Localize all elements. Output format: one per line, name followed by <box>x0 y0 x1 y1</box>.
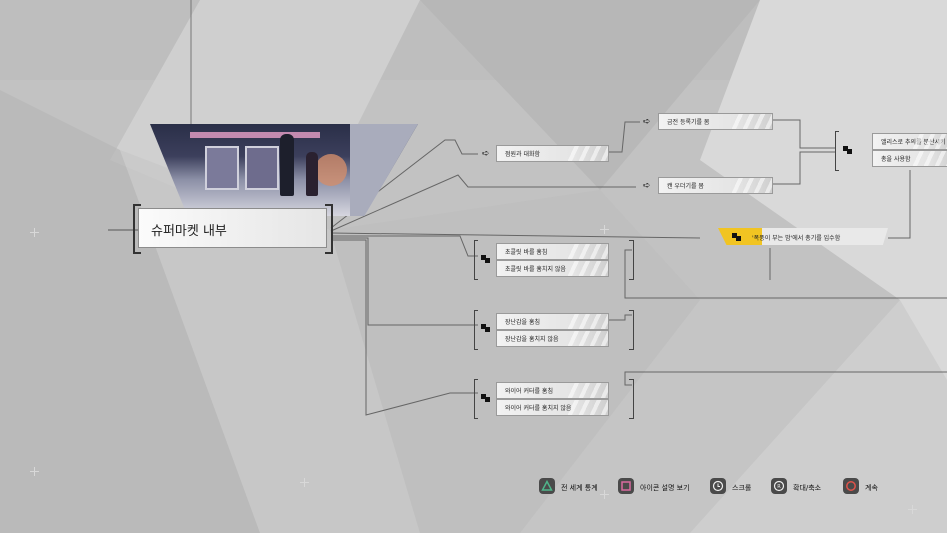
hint-global-stats[interactable]: 전 세계 통계 <box>539 478 609 496</box>
grid-marker-icon <box>908 505 917 514</box>
flow-node-register[interactable]: 금전 등록기를 봄 <box>658 113 773 130</box>
flow-node-wirecutter-nosteal[interactable]: 와이어 커터를 훔치지 않음 <box>496 399 609 416</box>
arrow-right-icon: ➪ <box>482 149 490 159</box>
chapter-title-box[interactable]: 슈퍼마켓 내부 <box>138 208 327 248</box>
hint-continue[interactable]: 계속 <box>843 478 893 496</box>
selection-bracket-right <box>325 204 333 254</box>
arrow-right-icon: ➪ <box>643 181 651 191</box>
unlock-condition-tag[interactable]: '폭풍이 부는 밤'에서 총기를 입수함 <box>718 228 888 245</box>
choice-group-icon <box>843 146 852 154</box>
hint-scroll[interactable]: 스크롤 <box>710 478 760 496</box>
square-button-icon <box>618 478 634 494</box>
right-stick-icon: R <box>771 478 787 494</box>
arrow-right-icon: ➪ <box>643 117 651 127</box>
grid-marker-icon <box>30 467 39 476</box>
choice-group-icon <box>481 394 490 402</box>
flow-node-cans[interactable]: 캔 우더기를 봄 <box>658 177 773 194</box>
flow-node-wirecutter-steal[interactable]: 와이어 커터를 훔침 <box>496 382 609 399</box>
grid-marker-icon <box>600 225 609 234</box>
group-bracket <box>474 310 478 350</box>
flow-node-chocolate-nosteal[interactable]: 초콜릿 바를 훔치지 않음 <box>496 260 609 277</box>
group-bracket <box>474 379 478 419</box>
hint-zoom[interactable]: R 확대/축소 <box>771 478 831 496</box>
triangle-button-icon <box>539 478 555 494</box>
unlock-icon <box>732 233 741 241</box>
group-bracket <box>629 310 634 350</box>
hint-icon-legend[interactable]: 아이콘 설명 보기 <box>618 478 698 496</box>
character-figure <box>306 152 318 196</box>
choice-group-icon <box>481 255 490 263</box>
character-figure <box>280 134 294 196</box>
group-bracket <box>629 240 634 280</box>
flow-node-toy-steal[interactable]: 장난감을 훔침 <box>496 313 609 330</box>
flow-node-distract[interactable]: 앨리스로 추의를 분산시키 <box>872 133 947 150</box>
group-bracket <box>474 240 478 280</box>
group-bracket <box>835 131 839 171</box>
flow-node-toy-nosteal[interactable]: 장난감을 훔치지 않음 <box>496 330 609 347</box>
left-stick-icon <box>710 478 726 494</box>
choice-group-icon <box>481 324 490 332</box>
grid-marker-icon <box>300 478 309 487</box>
flow-node-talk-clerk[interactable]: 점원과 대화함 <box>496 145 609 162</box>
circle-button-icon <box>843 478 859 494</box>
grid-marker-icon <box>30 228 39 237</box>
chapter-title: 슈퍼마켓 내부 <box>151 224 227 239</box>
flow-node-use-gun[interactable]: 총을 사용함 <box>872 150 947 167</box>
selection-bracket-left <box>133 204 141 254</box>
flow-node-chocolate-steal[interactable]: 초콜릿 바를 훔침 <box>496 243 609 260</box>
grid-marker-icon <box>600 490 609 499</box>
svg-text:R: R <box>777 484 781 490</box>
group-bracket <box>629 379 634 419</box>
